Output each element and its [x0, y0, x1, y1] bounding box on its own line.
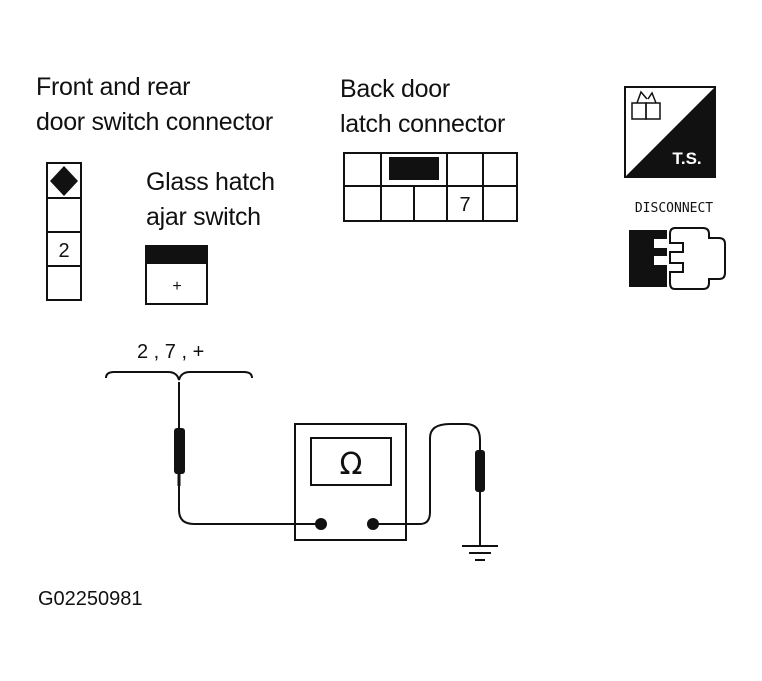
figure-code: G02250981	[38, 588, 143, 610]
glass-hatch-label-line2: ajar switch	[146, 203, 261, 231]
left-probe-lead	[178, 486, 321, 525]
disconnect-label: DISCONNECT	[635, 201, 713, 216]
connector-key-diamond	[50, 166, 78, 196]
ts-label: T.S.	[672, 149, 701, 168]
front-rear-label-line2: door switch connector	[36, 108, 273, 136]
left-test-probe	[174, 382, 185, 486]
glass-hatch-pin: +	[172, 278, 181, 295]
back-door-connector-lock	[389, 157, 439, 180]
ground-icon	[462, 545, 498, 561]
back-door-pin-number: 7	[459, 194, 470, 216]
ts-troubleshooting-icon	[624, 86, 716, 178]
ohmmeter	[294, 423, 407, 541]
front-rear-connector-label: Front and rear door switch connector	[36, 70, 273, 140]
back-door-label-line2: latch connector	[340, 110, 506, 138]
back-door-label-line1: Back door	[340, 75, 450, 103]
front-rear-pin-number: 2	[58, 240, 69, 262]
probe-terminals-label: 2 , 7 , +	[137, 341, 205, 363]
ohm-symbol: Ω	[340, 447, 363, 482]
back-door-latch-connector	[343, 152, 518, 222]
glass-hatch-ajar-switch-connector	[145, 245, 208, 305]
probe-brace	[105, 371, 253, 381]
glass-hatch-switch-label: Glass hatch ajar switch	[146, 165, 275, 235]
front-rear-label-line1: Front and rear	[36, 73, 191, 101]
back-door-connector-label: Back door latch connector	[340, 72, 505, 142]
disconnect-icon	[629, 227, 726, 290]
right-test-probe	[475, 450, 485, 545]
right-probe-lead	[373, 423, 481, 525]
glass-hatch-label-line1: Glass hatch	[146, 168, 275, 196]
front-rear-door-switch-connector	[46, 162, 82, 301]
